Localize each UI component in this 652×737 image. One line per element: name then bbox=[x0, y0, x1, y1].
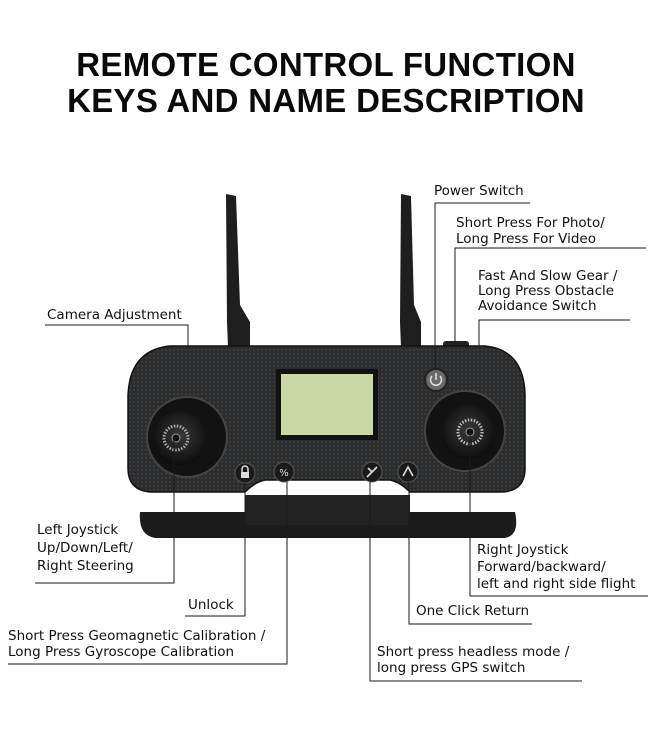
label-photo-video: Short Press For Photo/Long Press For Vid… bbox=[456, 215, 605, 247]
label-unlock: Unlock bbox=[188, 597, 234, 613]
return-button bbox=[397, 461, 419, 483]
calibration-button bbox=[273, 461, 295, 483]
label-calibration: Short Press Geomagnetic Calibration /Lon… bbox=[8, 628, 266, 660]
title-line-1: REMOTE CONTROL FUNCTION bbox=[76, 46, 576, 83]
label-headless-gps: Short press headless mode /long press GP… bbox=[377, 644, 570, 676]
label-camera-adjustment: Camera Adjustment bbox=[47, 307, 182, 323]
lcd-screen bbox=[281, 374, 373, 435]
left-antenna bbox=[226, 194, 250, 348]
leader-lines bbox=[8, 202, 648, 682]
label-one-click-return: One Click Return bbox=[416, 603, 530, 619]
label-power-switch: Power Switch bbox=[434, 183, 524, 199]
title-line-2: KEYS AND NAME DESCRIPTION bbox=[67, 82, 585, 119]
svg-text:%: % bbox=[279, 468, 289, 479]
right-antenna bbox=[400, 194, 421, 348]
